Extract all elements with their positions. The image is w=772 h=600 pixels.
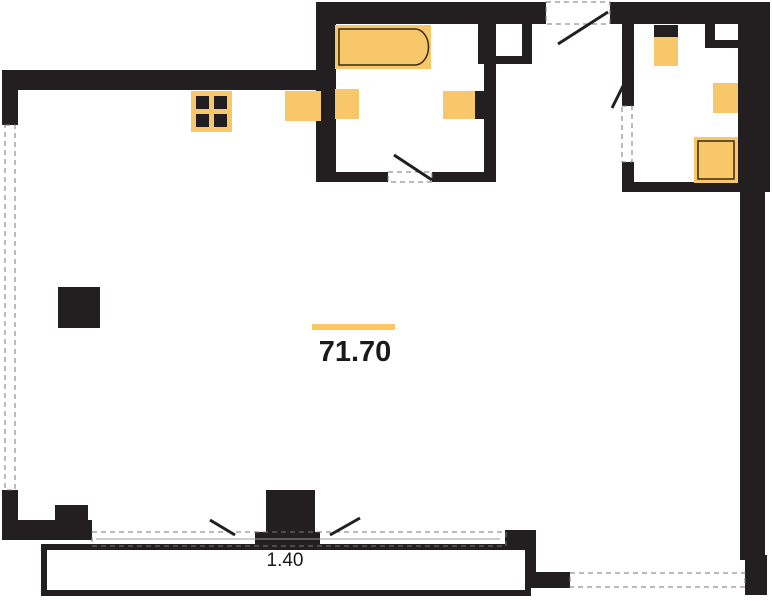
bathtub-inner [338,28,430,66]
wall [316,2,546,24]
bath-door [393,153,433,182]
wall [622,24,634,106]
toilet-bath [443,91,475,119]
stove-burners [196,25,678,127]
wc-door [610,71,632,109]
entry-door [557,10,609,46]
wall [705,40,745,48]
entry-door-opening [545,1,611,25]
wall [740,190,765,560]
wall [528,530,536,575]
toilet-tank [654,25,678,37]
balcony-area-label: 1.40 [266,550,304,571]
wall [522,24,532,64]
fixtures [191,25,738,183]
shower-inner [697,140,735,180]
burner [214,114,227,127]
wall [478,24,486,64]
bath-door-opening [387,171,433,183]
burner [214,96,227,109]
wall [2,70,18,125]
window-bottom-right [569,572,746,588]
column [58,287,100,328]
balcony-door-left [209,518,236,537]
wall [528,572,570,588]
wall [505,530,535,548]
wall [478,56,532,64]
windows [4,1,746,588]
door-leaves [209,10,632,537]
balcony-outline [41,544,531,596]
sink-bath [335,89,359,119]
toilet-wc [654,36,678,66]
wall [316,2,336,182]
wall [320,172,388,182]
window-balcony [91,531,507,547]
wall [622,182,742,192]
wall [738,2,770,192]
window-left [4,124,16,491]
balcony-door-right [329,516,361,537]
wc-door-opening [621,105,633,163]
bathtub [335,25,431,69]
toilet-tank [475,91,485,119]
wall [432,172,496,182]
burner [196,114,209,127]
sink-wc [713,83,738,113]
total-area-label: 71.70 [318,336,392,368]
sink-kitchen-side [285,91,321,121]
shower-tray [694,137,738,183]
wall [745,555,767,595]
burner [196,96,209,109]
column [55,505,88,540]
wall [610,2,770,24]
wall [2,70,336,90]
area-accent-bar [312,324,395,330]
wall [705,24,715,44]
